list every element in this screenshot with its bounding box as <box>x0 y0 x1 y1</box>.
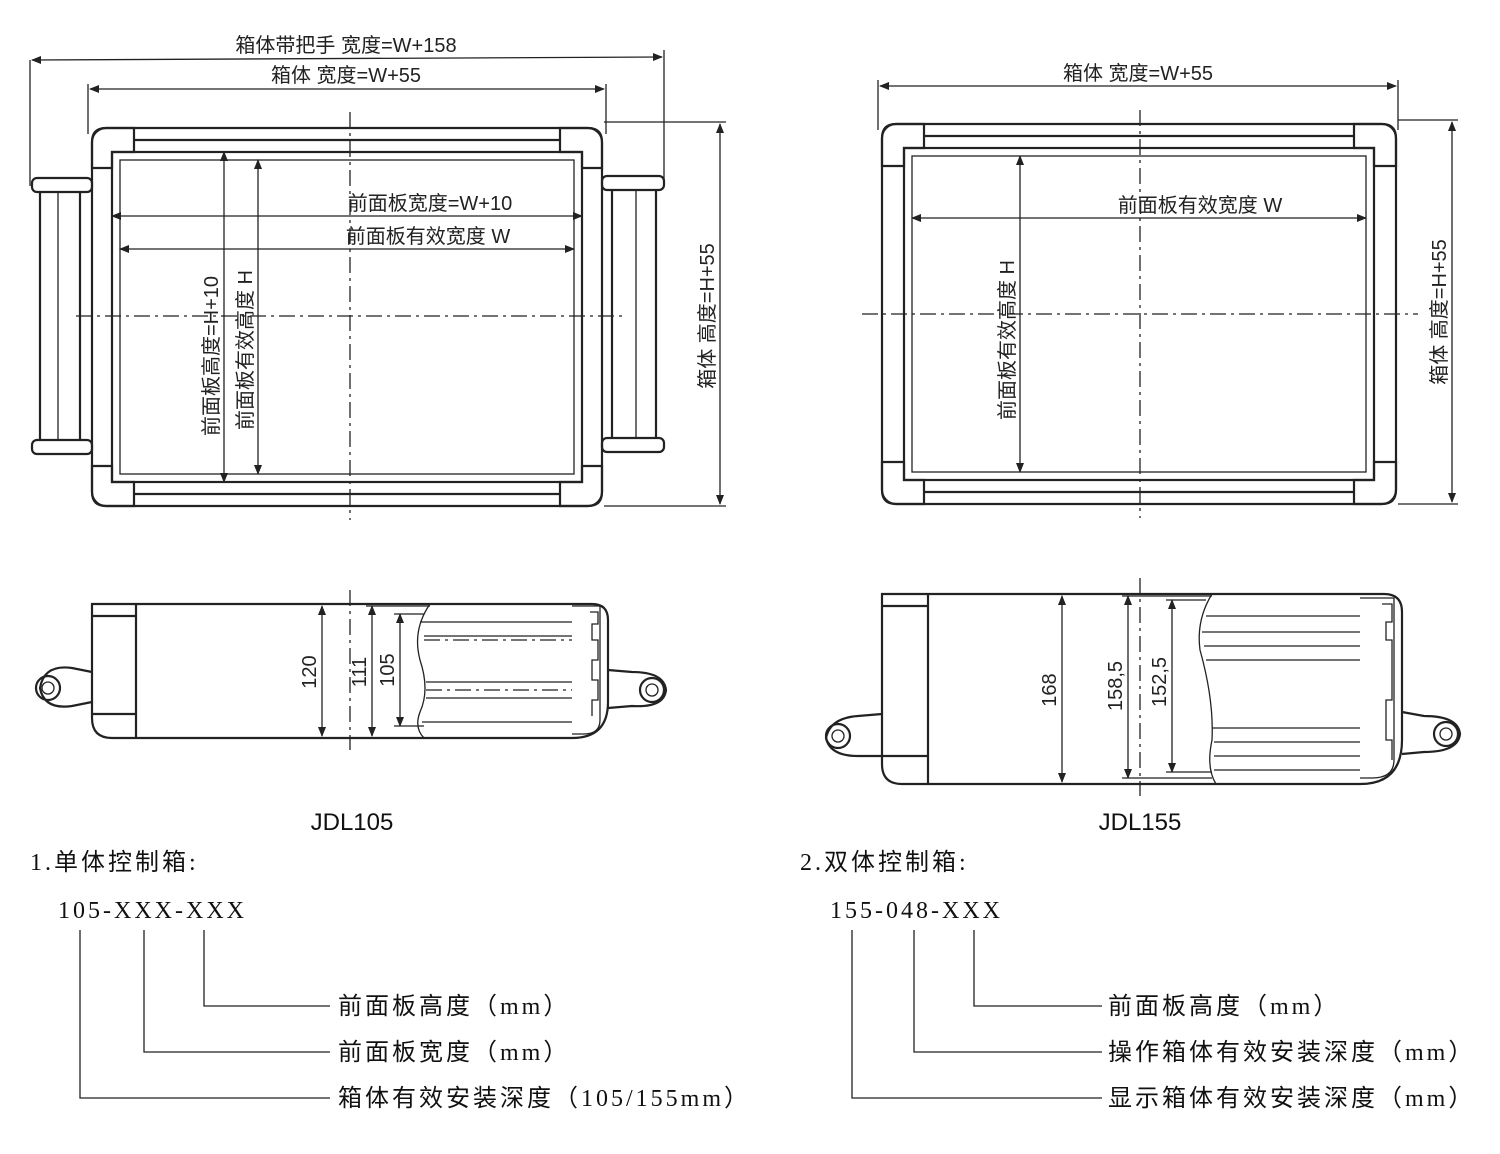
label-panel-effective-width-r: 前面板有效宽度 W <box>1118 194 1283 217</box>
dim-105: 105 <box>377 653 399 686</box>
desc-single-1: 前面板高度（mm） <box>338 993 570 1020</box>
dim-120: 120 <box>299 655 321 688</box>
left-handle-right <box>600 174 666 454</box>
left-outer-frame <box>90 126 604 508</box>
desc-single-2: 前面板宽度（mm） <box>338 1039 570 1066</box>
dim-111: 111 <box>349 657 371 687</box>
desc-single-3: 箱体有效安装深度（105/155mm） <box>338 1085 751 1112</box>
desc-double-3: 显示箱体有效安装深度（mm） <box>1108 1085 1475 1112</box>
model-jdl105: JDL105 <box>311 809 394 836</box>
left-front-view: 箱体带把手 宽度=W+158 箱体 宽度=W+55 前面板宽度=W+10 前面板… <box>29 34 726 520</box>
label-panel-effective-width: 前面板有效宽度 W <box>346 225 511 248</box>
dim-168: 168 <box>1039 673 1061 706</box>
label-box-height: 箱体 高度=H+55 <box>696 243 719 389</box>
left-panel-effective <box>119 159 575 475</box>
label-width-with-handle: 箱体带把手 宽度=W+158 <box>235 34 456 57</box>
right-side-view: 168 158,5 152,5 <box>824 578 1462 796</box>
model-jdl155: JDL155 <box>1099 809 1182 836</box>
label-panel-width: 前面板宽度=W+10 <box>348 192 512 215</box>
label-panel-effective-height-r: 前面板有效高度 H <box>996 260 1019 420</box>
code-single: 105-XXX-XXX <box>58 898 247 924</box>
label-panel-effective-height: 前面板有效高度 H <box>234 270 257 430</box>
section-title-single: 1.单体控制箱: <box>30 849 199 876</box>
desc-double-2: 操作箱体有效安装深度（mm） <box>1108 1039 1475 1066</box>
label-box-width-r: 箱体 宽度=W+55 <box>1063 62 1213 85</box>
label-panel-height: 前面板高度=H+10 <box>200 276 223 436</box>
label-box-height-r: 箱体 高度=H+55 <box>1428 239 1451 385</box>
desc-double-1: 前面板高度（mm） <box>1108 993 1340 1020</box>
section-title-double: 2.双体控制箱: <box>800 849 969 876</box>
dim-158-5: 158,5 <box>1105 661 1127 711</box>
code-double: 155-048-XXX <box>830 898 1003 924</box>
left-code-legend: 1.单体控制箱: 105-XXX-XXX 前面板高度（mm） 前面板宽度（mm）… <box>30 849 751 1112</box>
right-code-legend: 2.双体控制箱: 155-048-XXX 前面板高度（mm） 操作箱体有效安装深… <box>800 849 1475 1112</box>
label-box-width: 箱体 宽度=W+55 <box>271 64 421 87</box>
left-front-panel <box>110 150 584 484</box>
right-front-view: 箱体 宽度=W+55 前面板有效宽度 W 前面板有效高度 H 箱体 高度=H+5… <box>862 62 1458 518</box>
dim-152-5: 152,5 <box>1149 657 1171 707</box>
left-side-view: 120 111 105 <box>34 590 668 750</box>
